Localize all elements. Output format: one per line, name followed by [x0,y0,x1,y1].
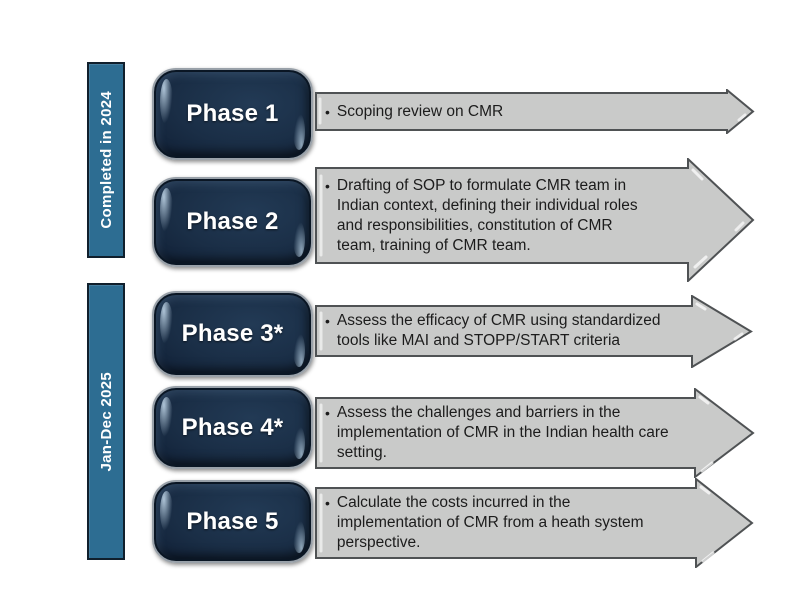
phase-3-box: Phase 3* [152,291,313,377]
phase-2-label: Phase 2 [186,208,279,235]
arrow-3-text: Assess the efficacy of CMR using standar… [336,312,661,349]
arrow-phase-1: • Scoping review on CMR [315,89,755,134]
arrow-phase-2: • Drafting of SOP to formulate CMR team … [315,158,755,282]
bullet-icon: • [325,495,330,511]
phase-5-label: Phase 5 [186,507,279,535]
right-arrow-icon [315,158,755,282]
phase-4-box: Phase 4* [152,386,313,469]
bullet-icon: • [325,313,330,329]
phase-5-box: Phase 5 [152,480,313,563]
phase-2-box: Phase 2 [152,177,313,267]
arrow-1-text: Scoping review on CMR [336,102,504,120]
arrow-3-text-area: • Assess the efficacy of CMR using stand… [325,306,693,356]
timeline-bar-jan-dec-2025: Jan-Dec 2025 [87,283,125,560]
arrow-phase-3: • Assess the efficacy of CMR using stand… [315,295,755,368]
phase-1-box: Phase 1 [152,68,313,160]
arrow-4-text: Assess the challenges and barriers in th… [336,404,669,461]
bullet-icon: • [325,405,330,421]
phase-1-label: Phase 1 [186,100,279,127]
arrow-phase-4: • Assess the challenges and barriers in … [315,388,755,478]
bullet-icon: • [325,103,330,120]
right-arrow-icon [315,89,755,134]
arrow-4-text-area: • Assess the challenges and barriers in … [325,398,697,468]
right-arrow-icon [315,388,755,478]
timeline-label-2025: Jan-Dec 2025 [97,371,115,472]
bullet-icon: • [325,177,330,194]
arrow-phase-5: • Calculate the costs incurred in the im… [315,478,755,568]
timeline-bar-completed-2024: Completed in 2024 [87,62,125,258]
timeline-label-2024: Completed in 2024 [97,91,115,229]
arrow-2-text: Drafting of SOP to formulate CMR team in… [336,176,638,254]
phase-4-label: Phase 4* [181,413,284,441]
arrow-5-text: Calculate the costs incurred in the impl… [336,494,644,551]
right-arrow-icon [315,295,753,368]
right-arrow-icon [315,478,754,568]
arrow-5-text-area: • Calculate the costs incurred in the im… [325,488,697,558]
phase-3-label: Phase 3* [181,320,284,347]
arrow-1-text-area: • Scoping review on CMR [325,93,720,130]
arrow-2-text-area: • Drafting of SOP to formulate CMR team … [325,168,683,263]
